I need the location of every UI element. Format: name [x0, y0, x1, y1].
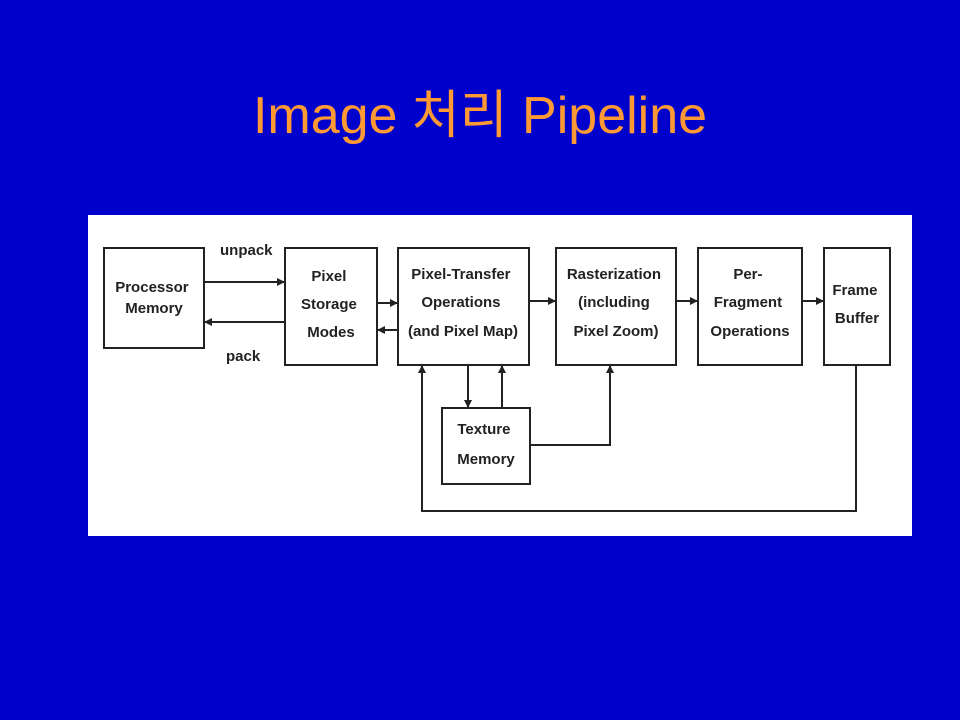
node-texture-memory: Texture Memory [441, 407, 531, 485]
edge-label-unpack: unpack [220, 242, 273, 259]
pipeline-diagram: Processor Memory Pixel Storage Modes Pix… [103, 242, 891, 512]
node-per-fragment-line-2: Fragment [714, 294, 782, 311]
node-pixel-transfer-line-2: Operations [421, 294, 500, 311]
svg-text:Texture Memory: Texture Memory [457, 421, 515, 468]
node-rasterization-line-1: Rasterization [567, 266, 661, 283]
node-pixel-storage-modes: Pixel Storage Modes [284, 247, 378, 366]
slide-title: Image 처리 Pipeline [252, 87, 708, 145]
node-frame-buffer-line-2: Buffer [835, 310, 879, 327]
svg-text:Rasterization (includi: Rasterization (including Pixel Zoom) [567, 266, 665, 340]
node-per-fragment-operations: Per- Fragment Operations [697, 247, 803, 366]
node-rasterization: Rasterization (including Pixel Zoom) [555, 247, 677, 366]
node-processor-memory-line-1: Processor [115, 279, 189, 296]
node-texture-memory-line-2: Memory [457, 451, 515, 468]
svg-text:Frame Buffer: Frame Buffer [832, 282, 881, 327]
node-pixel-storage-line-2: Storage [301, 296, 357, 313]
node-pixel-transfer-line-3: (and Pixel Map) [408, 323, 518, 340]
svg-text:Pixel Storage: Pixel Storage Modes [301, 268, 361, 341]
node-processor-memory-line-2: Memory [125, 300, 183, 317]
node-pixel-transfer-line-1: Pixel-Transfer [411, 266, 510, 283]
node-texture-memory-line-1: Texture [457, 421, 510, 438]
diagram-panel: Processor Memory Pixel Storage Modes Pix… [88, 215, 912, 536]
node-pixel-storage-line-1: Pixel [311, 268, 346, 285]
node-processor-memory: Processor Memory [103, 247, 205, 349]
svg-text:Processor Memory: Processor Memory [115, 279, 193, 317]
node-rasterization-line-2: (including [578, 294, 650, 311]
node-rasterization-line-3: Pixel Zoom) [573, 323, 658, 340]
edge-label-pack: pack [226, 348, 261, 365]
node-pixel-storage-line-3: Modes [307, 324, 355, 341]
edge-framebuffer-loopback [418, 365, 857, 512]
svg-text:Pixel-Transfer Operati: Pixel-Transfer Operations (and Pixel Map… [408, 266, 518, 340]
node-frame-buffer-line-1: Frame [832, 282, 877, 299]
node-per-fragment-line-3: Operations [710, 323, 789, 340]
node-pixel-transfer-operations: Pixel-Transfer Operations (and Pixel Map… [397, 247, 530, 366]
node-frame-buffer: Frame Buffer [823, 247, 891, 366]
svg-text:Per- Fragment: Per- Fragment Operations [710, 266, 789, 340]
edge-texture-to-rasterization [530, 365, 614, 446]
node-per-fragment-line-1: Per- [733, 266, 762, 283]
